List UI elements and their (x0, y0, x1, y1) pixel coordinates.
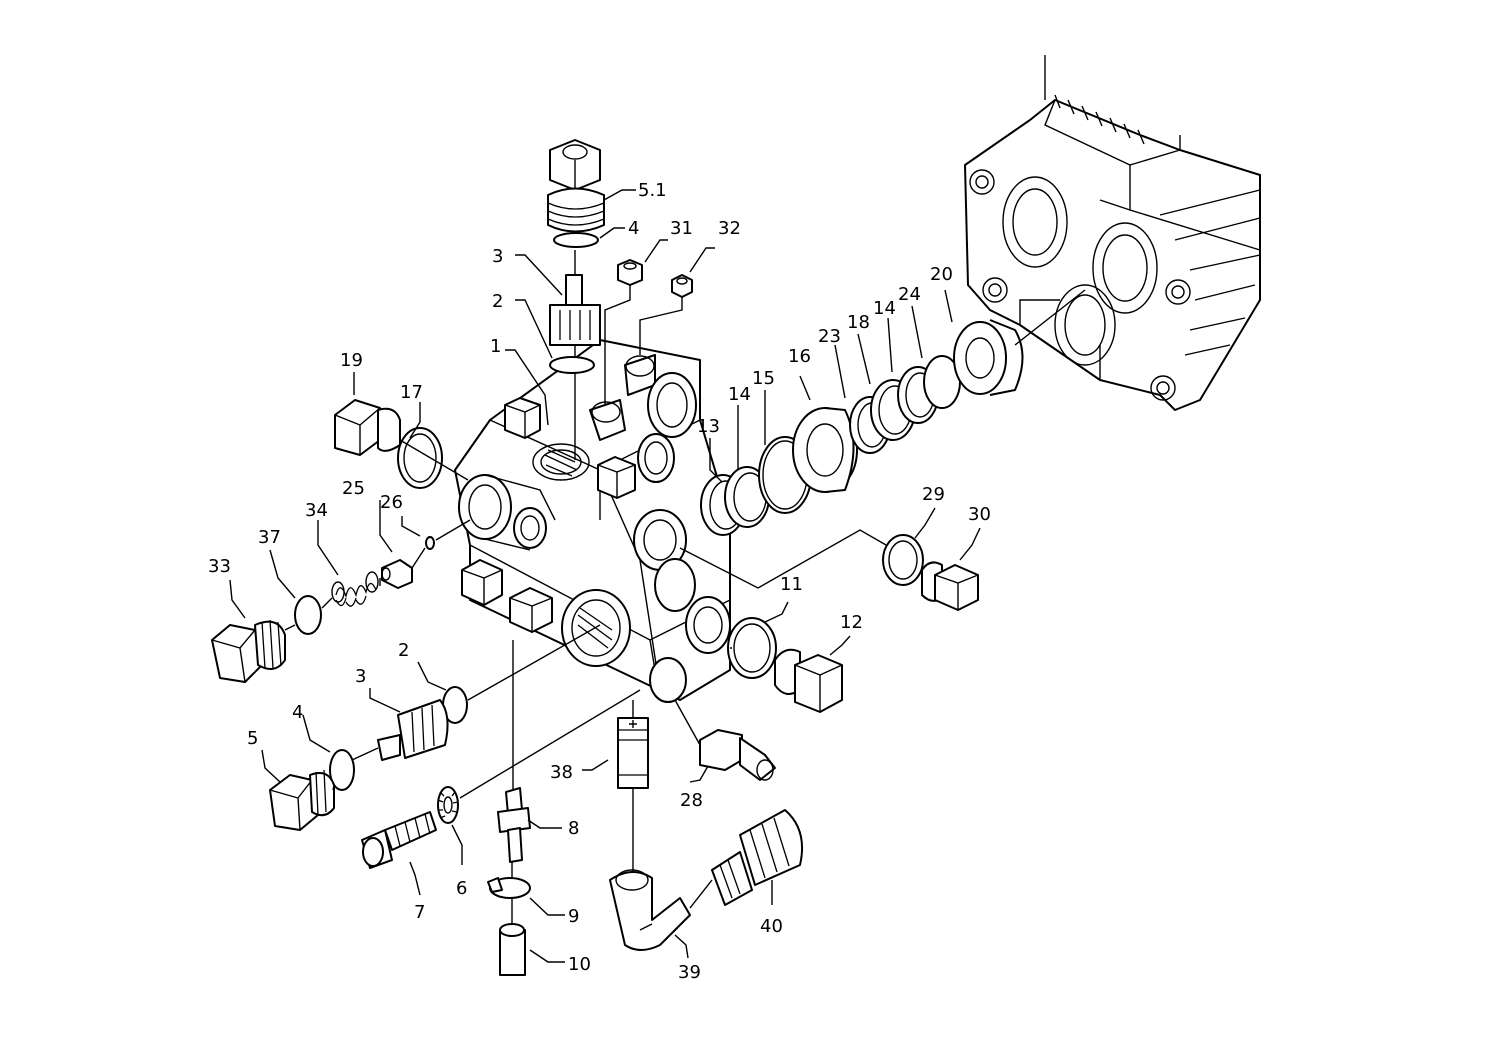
part-33-plug (211, 619, 286, 683)
label-16: 16 (788, 346, 811, 367)
label-11: 11 (780, 574, 803, 595)
label-13: 13 (697, 416, 720, 437)
label-6: 6 (456, 878, 467, 899)
part-34-spring (331, 571, 379, 607)
part-16-seal (792, 407, 858, 493)
label-23: 23 (818, 326, 841, 347)
label-1: 1 (490, 336, 501, 357)
part-12-plug (774, 648, 843, 713)
part-11-oring (727, 617, 777, 679)
label-17: 17 (400, 382, 423, 403)
callout-labels: 5.1 4 31 32 3 2 1 19 17 25 26 34 37 33 1… (208, 180, 991, 983)
part-5-plug (269, 769, 335, 831)
part-3b-valve (377, 699, 449, 761)
label-38: 38 (550, 762, 573, 783)
part-25-piston (381, 559, 413, 589)
part-19-plug (334, 399, 401, 456)
label-33: 33 (208, 556, 231, 577)
label-15: 15 (752, 368, 775, 389)
label-25: 25 (342, 478, 365, 499)
leader-lines (229, 189, 981, 963)
part-2-oring (549, 356, 595, 374)
label-9: 9 (568, 906, 579, 927)
label-10: 10 (568, 954, 591, 975)
part-39-elbow (609, 869, 691, 951)
part-4-oring (553, 232, 599, 248)
label-19: 19 (340, 350, 363, 371)
label-5-1: 5.1 (638, 180, 667, 201)
label-12: 12 (840, 612, 863, 633)
label-18: 18 (847, 312, 870, 333)
part-32-screw (671, 274, 693, 298)
part-5-1-plug (547, 139, 605, 233)
pump-housing (964, 55, 1261, 411)
label-4: 4 (628, 218, 639, 239)
label-7: 7 (414, 902, 425, 923)
label-29: 29 (922, 484, 945, 505)
label-26: 26 (380, 492, 403, 513)
label-40: 40 (760, 916, 783, 937)
label-39: 39 (678, 962, 701, 983)
part-37-oring (294, 595, 322, 635)
label-2: 2 (492, 291, 503, 312)
part-9-clamp (487, 877, 531, 899)
part-20-sleeve (953, 319, 1024, 396)
label-31: 31 (670, 218, 693, 239)
part-30-plug (921, 561, 979, 611)
label-30: 30 (968, 504, 991, 525)
part-7-screw (361, 811, 437, 869)
part-26-ring (425, 536, 435, 550)
part-10-hose (499, 923, 526, 976)
label-14-second: 14 (873, 298, 896, 319)
label-2-second: 2 (398, 640, 409, 661)
part-6-washer (437, 786, 459, 824)
label-24: 24 (898, 284, 921, 305)
label-4-second: 4 (292, 702, 303, 723)
part-28-sensor (699, 729, 776, 781)
part-40-coupler (711, 809, 804, 906)
label-8: 8 (568, 818, 579, 839)
label-5: 5 (247, 728, 258, 749)
label-14: 14 (728, 384, 751, 405)
label-3-second: 3 (355, 666, 366, 687)
part-8-hose-barb (497, 787, 531, 863)
part-38-nipple (617, 717, 649, 789)
label-37: 37 (258, 527, 281, 548)
label-32: 32 (718, 218, 741, 239)
label-28: 28 (680, 790, 703, 811)
part-3-valve (549, 274, 601, 346)
part-4b-oring (329, 749, 355, 791)
label-20: 20 (930, 264, 953, 285)
label-34: 34 (305, 500, 328, 521)
label-3: 3 (492, 246, 503, 267)
part-31-screw (617, 259, 643, 286)
part-17-oring (397, 427, 443, 489)
manifold-block (454, 339, 731, 703)
